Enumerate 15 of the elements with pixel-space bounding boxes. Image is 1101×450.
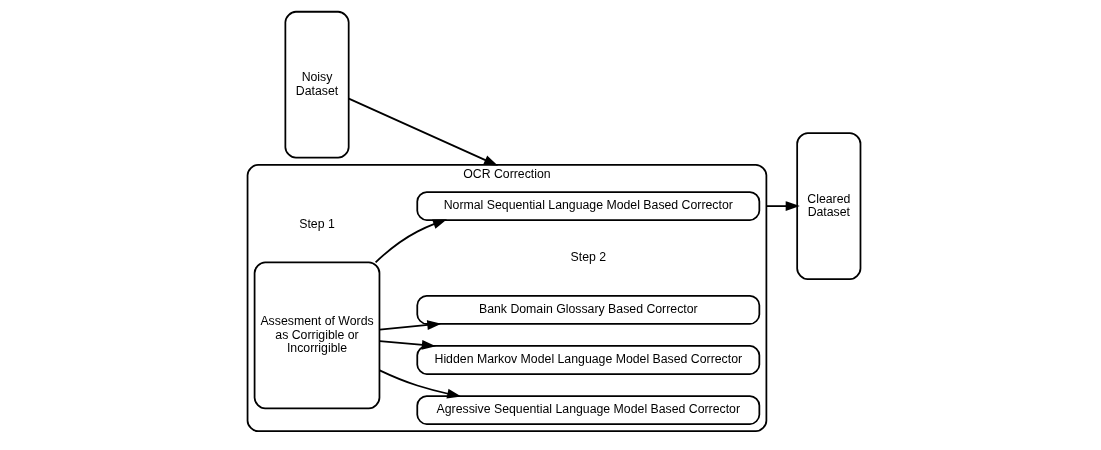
arrow xyxy=(378,320,442,331)
node-box: Assesment of Words as Corrigible or Incorrigible xyxy=(253,261,381,410)
node-box: Agressive Sequential Language Model Based Corrector xyxy=(416,395,761,426)
node-box: Normal Sequential Language Model Based Corrector xyxy=(416,191,761,222)
arrow xyxy=(374,219,448,264)
label: Step 2 xyxy=(570,250,607,265)
label: Step 1 xyxy=(299,216,335,231)
arrow xyxy=(378,339,436,350)
node-box: Hidden Markov Model Language Model Based Corrector xyxy=(416,345,761,375)
node-box: Bank Domain Glossary Based Corrector xyxy=(416,294,761,325)
arrow xyxy=(765,201,800,212)
arrow xyxy=(378,369,462,399)
node-box: Noisy Dataset xyxy=(284,10,350,159)
node-box: Cleared Dataset xyxy=(796,132,862,280)
arrow xyxy=(347,97,499,166)
